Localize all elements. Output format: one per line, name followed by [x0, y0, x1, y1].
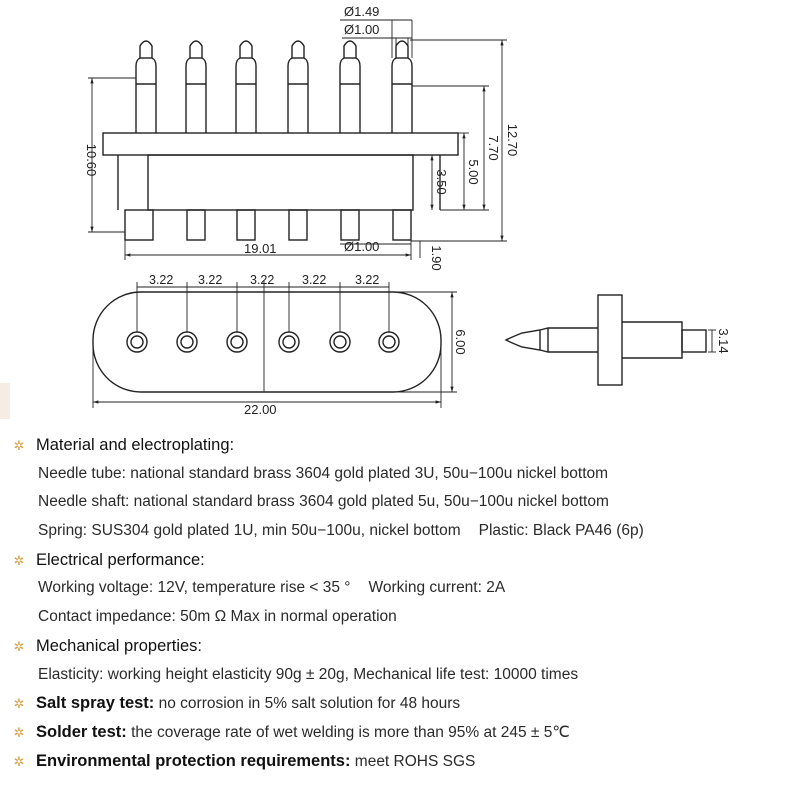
edge-tint [0, 383, 10, 419]
body [147, 154, 414, 211]
section-material: ✲ Material and electroplating: [0, 436, 235, 455]
lower-pins [124, 209, 412, 241]
dim-height: 6.00 [453, 329, 468, 354]
pitch-1: 3.22 [149, 273, 173, 287]
section-title: Environmental protection requirements: [36, 752, 351, 770]
side-view [504, 294, 707, 386]
bullet-icon: ✲ [13, 438, 25, 453]
pitch-5: 3.22 [355, 273, 379, 287]
spec-line: Contact impedance: 50m Ω Max in normal o… [38, 608, 397, 625]
spec-line: Needle shaft: national standard brass 36… [38, 493, 609, 510]
bullet-icon: ✲ [13, 553, 25, 568]
bullet-icon: ✲ [13, 754, 25, 769]
section-title: Mechanical properties: [36, 637, 202, 655]
section-mechanical: ✲ Mechanical properties: [0, 637, 202, 656]
side-view-dimensions [708, 329, 716, 353]
dim-height-left: 10.60 [84, 144, 99, 177]
bottom-view-labels: 3.22 3.22 3.22 3.22 3.22 6.00 22.00 [149, 273, 468, 417]
top-view-labels: Ø1.49 Ø1.00 10.60 12.70 7.70 5.00 3.50 1… [84, 4, 520, 271]
dim-d-outer: Ø1.49 [344, 4, 379, 19]
dim-7-70: 7.70 [486, 135, 501, 160]
section-title: Electrical performance: [36, 551, 205, 569]
pitch-3: 3.22 [250, 273, 274, 287]
section-electrical: ✲ Electrical performance: [0, 551, 205, 570]
dim-d-bottom: Ø1.00 [344, 239, 379, 254]
dim-tail: 1.90 [429, 245, 444, 270]
dim-width-bottom: 19.01 [244, 241, 277, 256]
section-title: Material and electroplating: [36, 436, 235, 454]
current-text: Working current: 2A [368, 579, 506, 596]
bullet-icon: ✲ [13, 725, 25, 740]
spec-line: Working voltage: 12V, temperature rise <… [38, 579, 506, 596]
dim-d-inner: Ø1.00 [344, 22, 379, 37]
pitch-2: 3.22 [198, 273, 222, 287]
bullet-icon: ✲ [13, 696, 25, 711]
upper-pins [135, 40, 413, 133]
bottom-view-dimensions [92, 282, 457, 408]
section-title: Salt spray test: [36, 694, 155, 712]
plastic-text: Plastic: Black PA46 (6p) [478, 522, 644, 539]
bullet-icon: ✲ [13, 639, 25, 654]
spec-line: Spring: SUS304 gold plated 1U, min 50u−1… [38, 522, 644, 539]
dim-3-50: 3.50 [434, 169, 449, 194]
section-environmental: ✲Environmental protection requirements: … [13, 752, 476, 770]
plate [102, 132, 459, 156]
technical-drawing: Ø1.49 Ø1.00 10.60 12.70 7.70 5.00 3.50 1… [84, 4, 731, 417]
specifications: ✲ Material and electroplating: Needle tub… [0, 432, 800, 800]
dim-total-height: 12.70 [505, 124, 520, 157]
pin-holes [126, 331, 400, 353]
top-view [102, 40, 459, 241]
spec-line: Elasticity: working height elasticity 90… [38, 666, 579, 683]
side-plate [597, 294, 623, 386]
pitch-4: 3.22 [302, 273, 326, 287]
dim-5-00: 5.00 [466, 159, 481, 184]
section-title: Solder test: [36, 723, 127, 741]
dim-width: 22.00 [244, 402, 277, 417]
spec-line: Needle tube: national standard brass 360… [38, 465, 609, 482]
section-solder: ✲Solder test: the coverage rate of wet w… [13, 723, 570, 741]
section-salt: ✲Salt spray test: no corrosion in 5% sal… [13, 694, 461, 712]
top-view-dimensions [88, 19, 507, 260]
dim-side-width: 3.14 [716, 328, 731, 353]
